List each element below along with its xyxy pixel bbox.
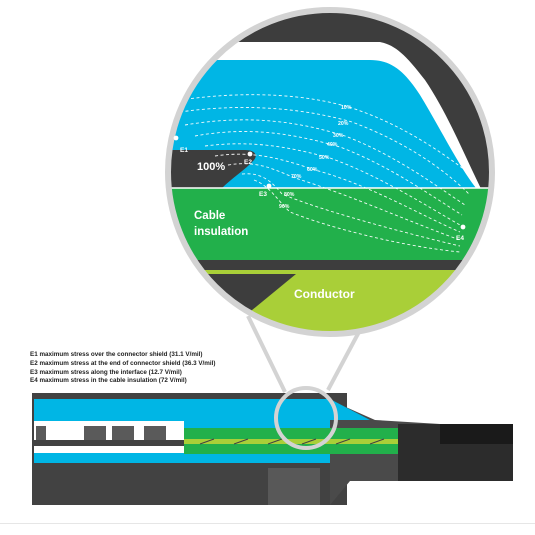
connector-shield [168,150,256,188]
contour-label-70: 70% [291,174,302,180]
contour-label-30: 30% [333,133,344,139]
contour-label-80: 80% [284,192,295,198]
point-e4-label: E4 [456,235,464,242]
contour-labels: 10% 20% 30% 40% 50% 60% 70% 80% 90% [279,105,352,210]
point-e1 [173,135,179,141]
point-e1-label: E1 [180,147,188,154]
legend-item-e2: E2 maximum stress at the end of connecto… [30,359,216,367]
point-e2 [247,151,253,157]
callout-line-left [246,315,287,393]
zoom-ring-large [165,7,495,337]
stress-legend: E1 maximum stress over the connector shi… [30,351,215,386]
contour-label-20: 20% [338,121,349,127]
contour-label-90: 90% [279,204,290,210]
connector-cross-section [32,393,513,505]
legend-item-e4: E4 maximum stress in the cable insulatio… [30,377,187,385]
point-e3 [266,183,272,189]
legend-item-e3: E3 maximum stress along the interface (1… [30,368,182,376]
bottom-divider [0,523,535,524]
stress-points: E1 E2 E3 E4 [173,135,466,242]
cable-insulation-label-1: Cable [194,210,225,222]
lower-blue-strip [34,454,270,462]
cable-insulation-label-2: insulation [194,226,248,238]
contact-4 [144,426,166,440]
point-e3-label: E3 [259,191,267,198]
contact-3 [112,426,134,440]
conductor-stripe [184,439,398,444]
callout-line-right [326,329,362,391]
equipotential-lines [179,94,476,253]
point-e2-label: E2 [244,159,252,166]
contact-1 [36,426,46,440]
dark-band [168,260,492,270]
insulation-shield [168,10,492,210]
contour-label-40: 40% [327,142,338,148]
insulation-shield-label: Insulation shield 0% [250,42,366,56]
inner-dark-band [34,440,184,446]
contour-label-10: 10% [341,105,352,111]
contour-label-50: 50% [319,155,330,161]
housing-stub [268,468,320,505]
conductor-label: Conductor [294,287,355,301]
point-e4 [460,224,466,230]
contour-label-60: 60% [307,167,318,173]
contact-2 [84,426,106,440]
green-insulation-region [168,188,492,260]
legend-item-e1: E1 maximum stress over the connector shi… [30,351,203,358]
connector-shield-percent: 100% [197,161,225,173]
zoom-ring-small [274,386,338,450]
